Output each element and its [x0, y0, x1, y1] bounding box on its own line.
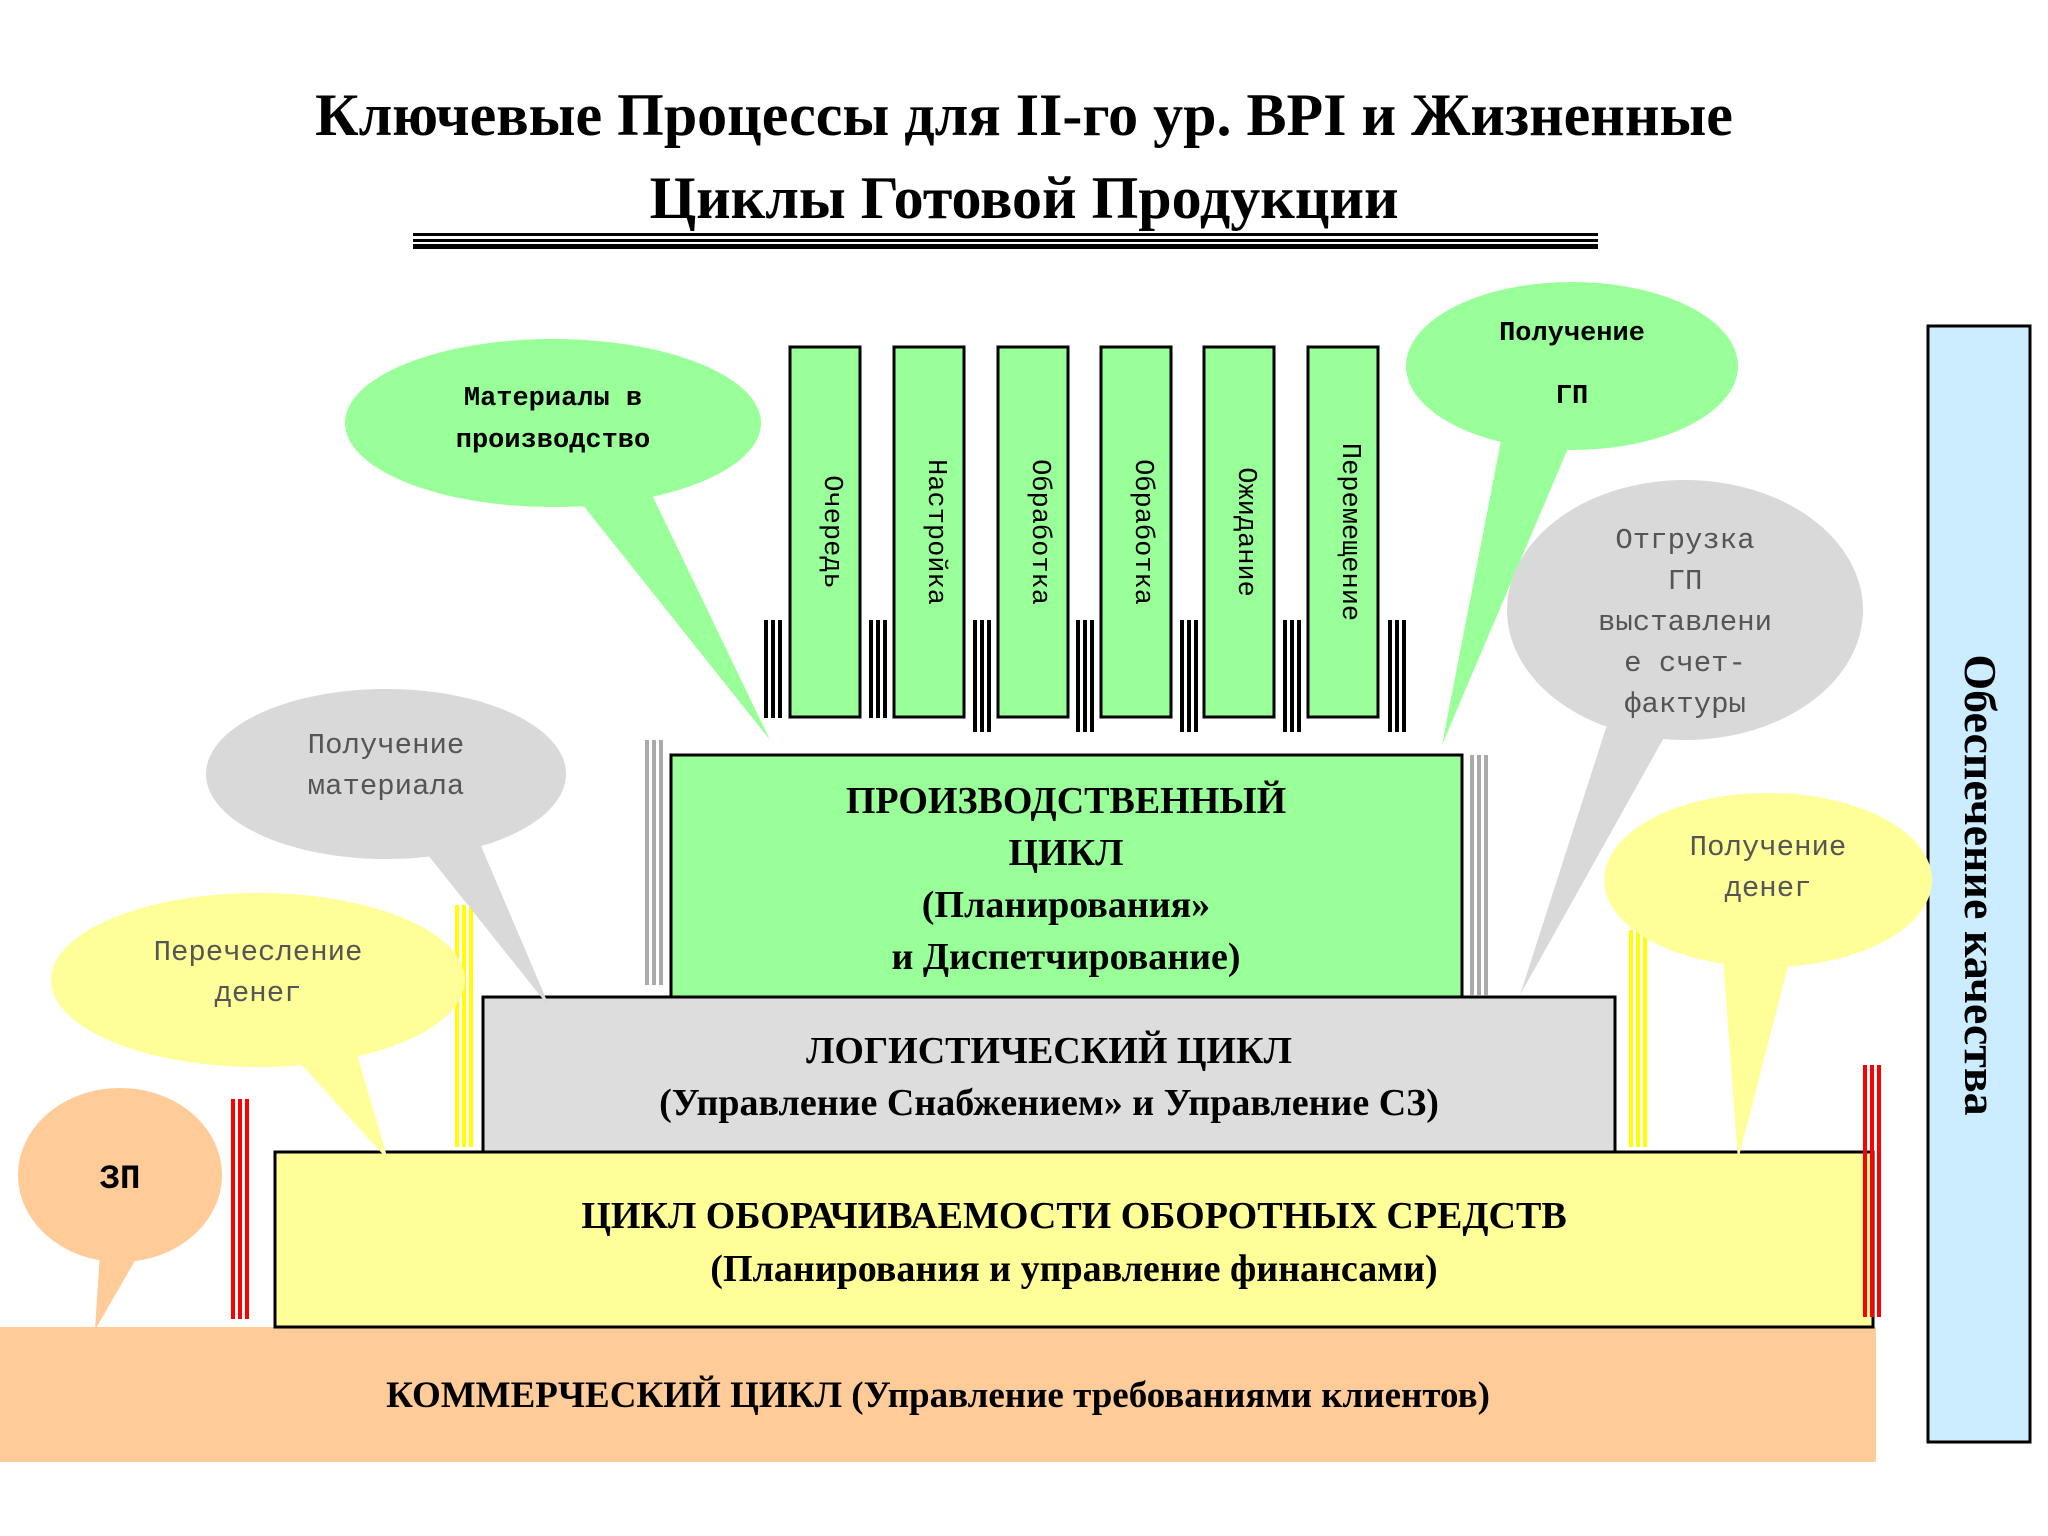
step-label-moving: Перемещение: [1334, 443, 1364, 621]
step-label-waiting: Ожидание: [1230, 467, 1260, 597]
step-separator-1: [764, 620, 782, 718]
yellow-marker-right: [1629, 930, 1647, 1147]
callout-receiving-money: Получение денег: [1604, 793, 1932, 1160]
turnover-cycle-title: ЦИКЛ ОБОРАЧИВАЕМОСТИ ОБОРОТНЫХ СРЕДСТВ: [581, 1195, 1566, 1237]
step-separator-2: [869, 620, 887, 718]
callout-shipping-line-3: выставлени: [1598, 606, 1772, 639]
step-column-queue: Очередь: [788, 345, 862, 719]
production-cycle-box: [669, 753, 1464, 999]
step-column-waiting: Ожидание: [1202, 345, 1276, 719]
callout-shipping-line-2: ГП: [1668, 565, 1703, 598]
title-line-2: Циклы Готовой Продукции: [649, 165, 1398, 231]
title-line-1: Ключевые Процессы для II-го ур. BPI и Жи…: [315, 82, 1733, 148]
turnover-cycle-box: [273, 1150, 1875, 1329]
step-separator-3: [973, 620, 991, 732]
callout-salary-text: ЗП: [100, 1161, 141, 1199]
callout-shipping-line-4: е счет-: [1624, 647, 1746, 680]
callout-receiving-material: Получение материала: [206, 689, 566, 1008]
gray-marker-right: [1470, 755, 1488, 995]
title-underline: [413, 233, 1598, 249]
red-marker-left: [231, 1099, 249, 1319]
yellow-marker-left: [455, 905, 473, 1147]
logistic-cycle-box: [481, 995, 1617, 1154]
callout-transfer-money-line-2: денег: [214, 977, 301, 1010]
callout-shipping-line-1: Отгрузка: [1615, 524, 1754, 557]
callout-salary: ЗП: [18, 1088, 222, 1330]
commercial-cycle-band: [0, 1327, 1876, 1462]
callout-materials-line-1: Материалы в: [464, 384, 642, 414]
production-cycle-line-1: ПРОИЗВОДСТВЕННЫЙ: [846, 780, 1286, 822]
step-separator-6: [1283, 620, 1301, 732]
callout-shipping-line-5: фактуры: [1624, 688, 1746, 721]
logistic-cycle-subtitle: (Управление Снабжением» и Управление СЗ): [659, 1082, 1439, 1124]
red-marker-right: [1863, 1065, 1881, 1317]
commercial-cycle-title: КОММЕРЧЕСКИЙ ЦИКЛ (Управление требования…: [386, 1374, 1490, 1416]
logistic-cycle-title: ЛОГИСТИЧЕСКИЙ ЦИКЛ: [806, 1030, 1292, 1072]
step-column-setup: Настройка: [892, 345, 966, 719]
callout-receiving-fg-line-2: ГП: [1556, 382, 1588, 412]
quality-bar: [1926, 324, 2032, 1444]
callout-materials-line-2: производство: [456, 426, 650, 456]
callout-transfer-money: Перечесление денег: [51, 893, 465, 1160]
production-cycle-line-3: (Планирования»: [922, 884, 1210, 926]
step-label-setup: Настройка: [920, 459, 950, 605]
callout-receiving-money-line-2: денег: [1724, 872, 1811, 905]
step-label-queue: Очередь: [816, 475, 846, 588]
step-column-processing-2: Обработка: [1099, 345, 1173, 719]
production-cycle-line-2: ЦИКЛ: [1009, 832, 1124, 874]
step-label-processing-2: Обработка: [1127, 459, 1157, 605]
quality-label: Обеспечение качества: [1955, 654, 2006, 1115]
callout-receiving-fg-line-1: Получение: [1499, 319, 1645, 349]
step-separator-5: [1180, 620, 1198, 732]
step-column-moving: Перемещение: [1306, 345, 1380, 719]
production-cycle-line-4: и Диспетчирование): [891, 936, 1240, 978]
turnover-cycle-subtitle: (Планирования и управление финансами): [710, 1248, 1437, 1290]
callout-receiving-money-line-1: Получение: [1690, 831, 1847, 864]
callout-transfer-money-line-1: Перечесление: [154, 936, 363, 969]
gray-marker-left: [645, 740, 663, 985]
step-separator-7: [1388, 620, 1406, 732]
callout-receiving-fg: Получение ГП: [1406, 282, 1738, 745]
callout-shipping-fg: Отгрузка ГП выставлени е счет- фактуры: [1507, 480, 1863, 995]
step-column-processing-1: Обработка: [996, 345, 1070, 719]
callout-materials-to-production: Материалы в производство: [345, 339, 770, 740]
callout-receiving-material-line-2: материала: [308, 770, 465, 803]
callout-receiving-material-line-1: Получение: [308, 729, 465, 762]
step-separator-4: [1076, 620, 1094, 732]
step-label-processing-1: Обработка: [1024, 459, 1054, 605]
